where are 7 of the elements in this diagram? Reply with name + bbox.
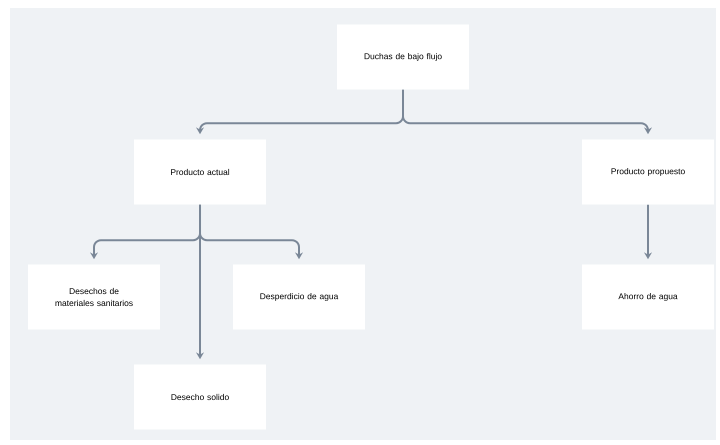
- process-box: Ahorro de agua: [582, 264, 714, 330]
- process-box: Duchas de bajo flujo: [337, 24, 469, 90]
- process-box: Desecho solido: [134, 364, 266, 430]
- process-box: Producto propuesto: [582, 140, 714, 204]
- process-box: Producto actual: [134, 140, 266, 204]
- process-box: Desperdicio de agua: [233, 264, 365, 330]
- process-box: Desechos de materiales sanitarios: [28, 264, 160, 330]
